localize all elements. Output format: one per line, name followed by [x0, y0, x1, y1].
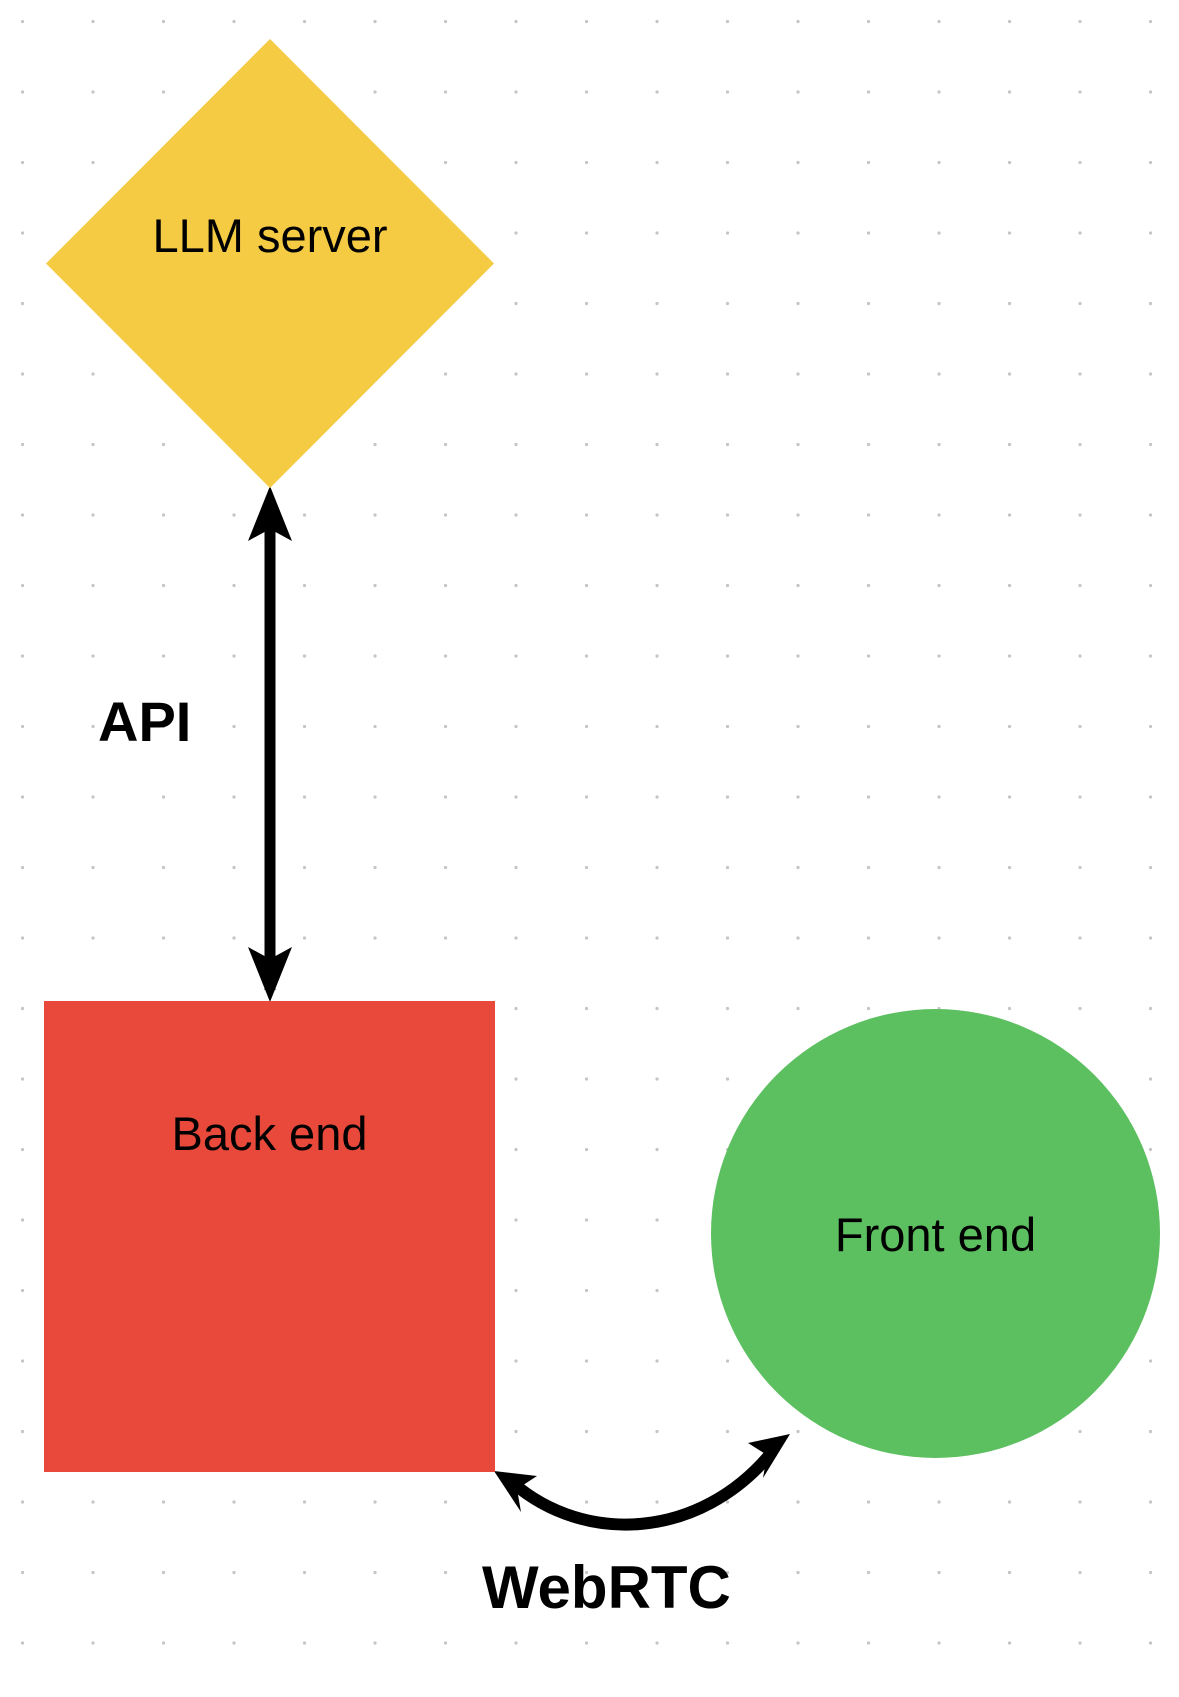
api-connector[interactable] [248, 486, 292, 1002]
webrtc-connector[interactable] [494, 1434, 790, 1531]
webrtc-connector-curve [509, 1448, 777, 1531]
webrtc-arrowhead-frontend [748, 1434, 790, 1478]
webrtc-arrowhead-backend [494, 1471, 537, 1512]
diamond-shape [46, 39, 494, 488]
edge-webrtc-label: WebRTC [482, 1554, 731, 1621]
edge-api-label: API [98, 690, 192, 753]
api-arrowhead-up [248, 486, 292, 541]
node-back-end-label: Back end [171, 1107, 368, 1160]
node-llm-server-label: LLM server [152, 209, 388, 262]
api-arrowhead-down [248, 947, 292, 1002]
node-front-end-label: Front end [834, 1208, 1037, 1261]
node-llm-server[interactable] [46, 39, 494, 488]
node-front-end[interactable] [711, 1009, 1160, 1458]
node-back-end[interactable] [44, 1001, 495, 1472]
